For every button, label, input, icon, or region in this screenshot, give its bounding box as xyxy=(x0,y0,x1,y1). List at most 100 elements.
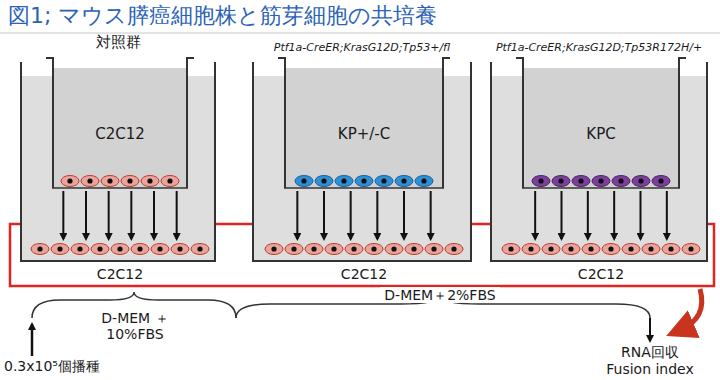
cell-nucleus xyxy=(107,178,112,183)
myoblast-cell xyxy=(51,244,69,255)
cell-nucleus xyxy=(67,178,72,183)
insert-cell xyxy=(592,176,610,187)
cell-nucleus xyxy=(137,246,142,251)
cell-nucleus xyxy=(157,246,162,251)
cell-nucleus xyxy=(87,178,92,183)
myoblast-layer: C2C12 xyxy=(26,232,214,282)
cell-nucleus xyxy=(578,178,583,183)
cell-nucleus xyxy=(431,246,436,251)
group-heading: 対照群 xyxy=(22,34,214,51)
cell-nucleus xyxy=(197,246,202,251)
cell-nucleus xyxy=(127,178,132,183)
curved-arrow xyxy=(680,289,702,330)
cell-nucleus xyxy=(421,178,426,183)
myoblast-cell xyxy=(502,244,520,255)
diffusion-arrow xyxy=(130,191,132,239)
diffusion-arrow xyxy=(62,191,64,239)
figure-title: 図1; マウス膵癌細胞株と筋芽細胞の共培養 xyxy=(8,3,437,28)
cell-nucleus xyxy=(658,178,663,183)
insert-cell xyxy=(612,176,630,187)
diffusion-arrows xyxy=(535,191,667,239)
cell-label: C2C12 xyxy=(258,266,470,282)
myoblast-cell xyxy=(265,244,283,255)
myoblast-cell xyxy=(151,244,169,255)
diffusion-arrow xyxy=(85,191,87,239)
insert-cell xyxy=(375,176,393,187)
myoblast-cell xyxy=(131,244,149,255)
cell-nucleus xyxy=(668,246,673,251)
diffusion-arrow xyxy=(176,191,178,239)
insert-cell xyxy=(161,176,179,187)
myoblast-cell xyxy=(522,244,540,255)
diffusion-arrow xyxy=(561,191,563,239)
insert-cell xyxy=(335,176,353,187)
diffusion-arrow xyxy=(640,191,642,239)
myoblast-cell xyxy=(642,244,660,255)
insert-cell xyxy=(121,176,139,187)
myoblast-cell xyxy=(385,244,403,255)
seeding-arrow xyxy=(31,324,34,356)
myoblast-cell xyxy=(662,244,680,255)
cell-nucleus xyxy=(271,246,276,251)
cell-nucleus xyxy=(147,178,152,183)
cell-nucleus xyxy=(381,178,386,183)
cell-label: KP+/-C xyxy=(286,126,442,143)
diffusion-arrow xyxy=(153,191,155,239)
insert-cell xyxy=(415,176,433,187)
insert-cell xyxy=(652,176,670,187)
cell-nucleus xyxy=(568,246,573,251)
timeline-label: 0.3x10⁵個播種 xyxy=(4,358,144,374)
insert-cell xyxy=(141,176,159,187)
cell-nucleus xyxy=(291,246,296,251)
group-heading: Ptf1a-CreER;KrasG12D;Tp53R172H/+ xyxy=(492,42,706,55)
insert-medium xyxy=(54,68,186,188)
cell-label: C2C12 xyxy=(26,266,214,282)
cell-nucleus xyxy=(371,246,376,251)
cell-nucleus xyxy=(598,178,603,183)
diffusion-arrow xyxy=(430,191,432,239)
insert-cell xyxy=(315,176,333,187)
cell-nucleus xyxy=(97,246,102,251)
diffusion-arrow xyxy=(403,191,405,239)
harvest-arrow xyxy=(649,318,651,341)
cell-nucleus xyxy=(117,246,122,251)
diffusion-arrow xyxy=(350,191,352,239)
cell-nucleus xyxy=(57,246,62,251)
myoblast-cell xyxy=(171,244,189,255)
myoblast-cell xyxy=(325,244,343,255)
culture-well: 対照群C2C12C2C12 xyxy=(20,62,216,262)
cell-nucleus xyxy=(37,246,42,251)
myoblast-layer: C2C12 xyxy=(258,232,470,282)
cell-nucleus xyxy=(391,246,396,251)
cell-nucleus xyxy=(628,246,633,251)
timeline-label: RNA回収 xyxy=(600,344,700,360)
insert-cell xyxy=(61,176,79,187)
insert-cell xyxy=(81,176,99,187)
myoblast-cell xyxy=(305,244,323,255)
insert-membrane xyxy=(52,187,188,189)
insert-membrane xyxy=(284,187,444,189)
cell-nucleus xyxy=(331,246,336,251)
cell-nucleus xyxy=(548,246,553,251)
cell-nucleus xyxy=(321,178,326,183)
myoblast-cell xyxy=(91,244,109,255)
diffusion-arrow xyxy=(376,191,378,239)
insert-cell xyxy=(632,176,650,187)
transwell-insert: C2C12 xyxy=(52,58,188,188)
cell-nucleus xyxy=(351,246,356,251)
cell-nucleus xyxy=(411,246,416,251)
insert-medium xyxy=(524,68,678,188)
cell-nucleus xyxy=(401,178,406,183)
cell-nucleus xyxy=(361,178,366,183)
myoblast-cell xyxy=(622,244,640,255)
cell-nucleus xyxy=(311,246,316,251)
cell-nucleus xyxy=(528,246,533,251)
myoblast-cell xyxy=(285,244,303,255)
cell-nucleus xyxy=(608,246,613,251)
cell-nucleus xyxy=(538,178,543,183)
diffusion-arrow xyxy=(296,191,298,239)
insert-membrane xyxy=(522,187,680,189)
transwell-insert: KP+/-C xyxy=(284,58,444,188)
insert-cell xyxy=(355,176,373,187)
